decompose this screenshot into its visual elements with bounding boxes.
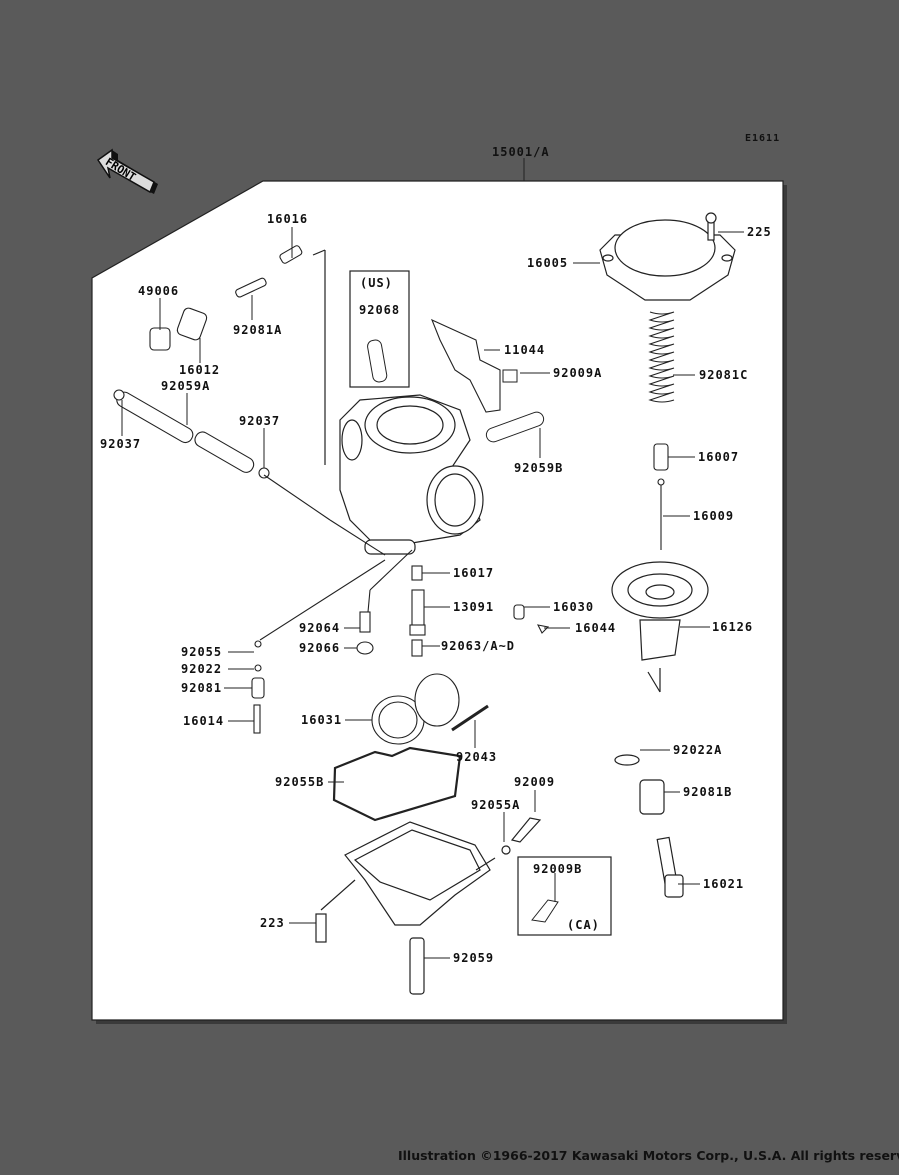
part-label-16031[interactable]: 16031 [301,713,343,727]
part-label-16030[interactable]: 16030 [553,600,595,614]
ca-region-label: (CA) [567,918,600,932]
leader-lines [121,227,744,959]
part-label-92059[interactable]: 92059 [453,951,495,965]
part-label-92009B[interactable]: 92009B [533,862,583,876]
center-parts-drawing [332,565,550,822]
part-label-92022[interactable]: 92022 [181,662,223,676]
assembly-part-label[interactable]: 15001/A [492,145,550,159]
part-label-16017[interactable]: 16017 [453,566,495,580]
float-bowl-drawing [315,754,684,995]
part-label-92081A[interactable]: 92081A [233,323,283,337]
bracket-drawing [430,318,501,413]
part-label-49006[interactable]: 49006 [138,284,180,298]
part-label-92055B[interactable]: 92055B [275,775,325,789]
part-label-223[interactable]: 223 [260,916,285,930]
part-label-92022A[interactable]: 92022A [673,743,723,757]
part-label-92066[interactable]: 92066 [299,641,341,655]
part-label-92009A[interactable]: 92009A [553,366,603,380]
part-label-92043[interactable]: 92043 [456,750,498,764]
tube-92059B-drawing [485,411,545,443]
part-label-92063-a-d[interactable]: 92063/A~D [441,639,516,653]
part-label-92037[interactable]: 92037 [100,437,142,451]
part-label-16009[interactable]: 16009 [693,509,735,523]
part-label-16012[interactable]: 16012 [179,363,221,377]
part-label-92081B[interactable]: 92081B [683,785,733,799]
carburetor-body [312,249,484,555]
diaphragm-drawing [611,561,709,693]
part-label-92009[interactable]: 92009 [514,775,556,789]
ca-region-box [517,856,612,936]
needle-drawing [653,443,669,550]
top-cover-drawing [599,212,736,301]
part-label-11044[interactable]: 11044 [504,343,546,357]
copyright-notice: Illustration ©1966-2017 Kawasaki Motors … [398,1148,899,1163]
part-label-92064[interactable]: 92064 [299,621,341,635]
us-region-label: (US) [360,276,393,290]
spring-drawing [648,311,675,403]
diagram-panel [91,180,784,1021]
screw-drawing [502,369,518,383]
part-label-92068[interactable]: 92068 [359,303,401,317]
part-label-92059B[interactable]: 92059B [514,461,564,475]
part-label-92081[interactable]: 92081 [181,681,223,695]
part-label-16005[interactable]: 16005 [527,256,569,270]
part-label-92059A[interactable]: 92059A [161,379,211,393]
part-label-92037[interactable]: 92037 [239,414,281,428]
part-label-16021[interactable]: 16021 [703,877,745,891]
left-parts-drawing [113,245,413,734]
part-label-16044[interactable]: 16044 [575,621,617,635]
part-label-13091[interactable]: 13091 [453,600,495,614]
part-label-225[interactable]: 225 [747,225,772,239]
part-label-16014[interactable]: 16014 [183,714,225,728]
part-label-92081C[interactable]: 92081C [699,368,749,382]
us-part-92068-drawing [367,339,388,383]
part-label-16007[interactable]: 16007 [698,450,740,464]
part-label-92055A[interactable]: 92055A [471,798,521,812]
part-label-16126[interactable]: 16126 [712,620,754,634]
part-label-16016[interactable]: 16016 [267,212,309,226]
part-label-92055[interactable]: 92055 [181,645,223,659]
ca-part-92009B-drawing [531,899,559,923]
front-arrow-icon [96,148,158,194]
diagram-code: E1611 [745,133,781,144]
